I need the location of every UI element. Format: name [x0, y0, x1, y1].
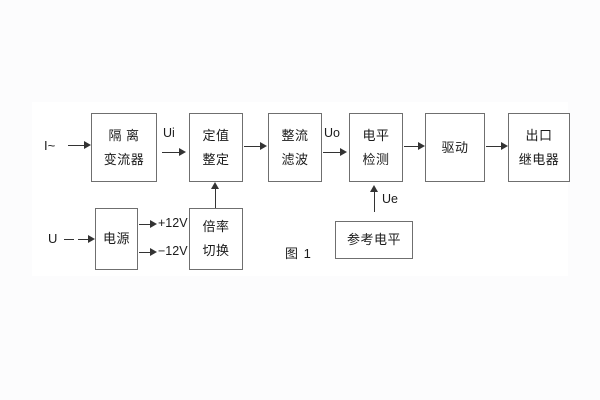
block-reference-line1: 参考电平: [346, 232, 401, 248]
block-reference-level: 参考电平: [335, 221, 413, 259]
block-setting-value: 定值 整定: [189, 113, 243, 182]
block-isolation-line1: 隔 离: [108, 127, 140, 143]
arrow-right-icon-uo: [340, 148, 347, 156]
connector-voltage-lead: [64, 239, 74, 240]
block-setting-line2: 整定: [202, 151, 230, 167]
connector-power-plus12v: [139, 224, 150, 225]
block-relay-line2: 继电器: [518, 151, 560, 167]
block-multiplier-line2: 切换: [202, 243, 230, 258]
arrow-right-icon-drive-out: [501, 142, 508, 150]
arrow-right-icon-current-input: [84, 141, 91, 149]
block-level-line1: 电平: [362, 127, 390, 143]
signal-ui-label: Ui: [163, 126, 175, 140]
connector-isolation-to-setting: [162, 152, 179, 153]
block-output-relay: 出口 继电器: [508, 113, 570, 182]
block-drive-line1: 驱动: [441, 139, 469, 155]
connector-reference-to-level: [374, 192, 375, 212]
block-multiplier-switch: 倍率 切换: [189, 208, 243, 270]
block-power-supply: 电源: [95, 208, 138, 270]
connector-level-to-drive: [404, 146, 418, 147]
arrow-right-icon-voltage-input: [88, 235, 95, 243]
block-rectify-line1: 整流: [281, 127, 309, 143]
block-level-detection: 电平 检测: [349, 113, 403, 182]
block-setting-line1: 定值: [202, 127, 230, 143]
block-power-line1: 电源: [102, 231, 130, 247]
connector-drive-to-relay: [486, 146, 501, 147]
connector-power-minus12v: [139, 252, 150, 253]
arrow-up-icon-multiplier: [211, 182, 219, 189]
connector-current-to-isolation: [68, 145, 84, 146]
block-relay-line1: 出口: [525, 127, 553, 143]
block-isolation-line2: 变流器: [103, 151, 145, 167]
block-level-line2: 检测: [362, 151, 390, 167]
block-rectify-line2: 滤波: [281, 151, 309, 167]
connector-rectify-to-level: [323, 152, 340, 153]
arrow-right-icon-minus12v: [150, 248, 157, 256]
block-multiplier-line1: 倍率: [202, 219, 230, 235]
arrow-right-icon-plus12v: [150, 220, 157, 228]
block-drive: 驱动: [425, 113, 485, 182]
arrow-right-icon-level-out: [418, 142, 425, 150]
connector-voltage-to-power: [78, 239, 88, 240]
block-rectify-filter: 整流 滤波: [268, 113, 322, 182]
block-isolation-current-transformer: 隔 离 变流器: [91, 113, 157, 182]
signal-ue-label: Ue: [382, 192, 398, 206]
connector-setting-to-rectify: [244, 146, 260, 147]
signal-uo-label: Uo: [324, 126, 340, 140]
arrow-right-icon-ui: [179, 148, 186, 156]
signal-minus12v-label: −12V: [158, 244, 188, 258]
connector-multiplier-to-setting: [215, 189, 216, 208]
signal-plus12v-label: +12V: [158, 216, 188, 230]
figure-caption: 图 1: [285, 246, 312, 261]
arrow-right-icon-setting-out: [260, 142, 267, 150]
arrow-up-icon-ue: [370, 185, 378, 192]
input-voltage-label: U: [48, 231, 58, 246]
input-current-label: I~: [44, 138, 56, 153]
